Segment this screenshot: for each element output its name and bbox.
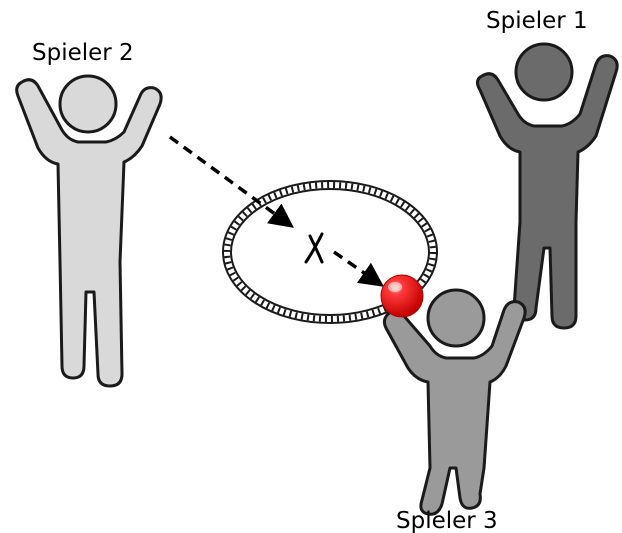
rope-ring-icon xyxy=(222,180,438,324)
player-3-body xyxy=(382,300,527,516)
player-1-head xyxy=(514,42,574,102)
player-3-head xyxy=(426,288,486,348)
player-1-body xyxy=(475,54,619,330)
player-1-label: Spieler 1 xyxy=(486,8,588,34)
player-2-body xyxy=(15,78,163,388)
player-1-figure xyxy=(475,42,619,330)
player-3-figure xyxy=(382,288,527,516)
player-2-figure xyxy=(15,74,163,388)
ball-icon xyxy=(380,274,424,318)
player-3-label: Spieler 3 xyxy=(396,508,498,533)
target-x-marker xyxy=(304,232,324,264)
player-2-head xyxy=(58,74,118,134)
pass-arrow-2 xyxy=(333,250,385,287)
player-2-label: Spieler 2 xyxy=(32,40,134,66)
pass-arrow-1 xyxy=(168,135,294,228)
